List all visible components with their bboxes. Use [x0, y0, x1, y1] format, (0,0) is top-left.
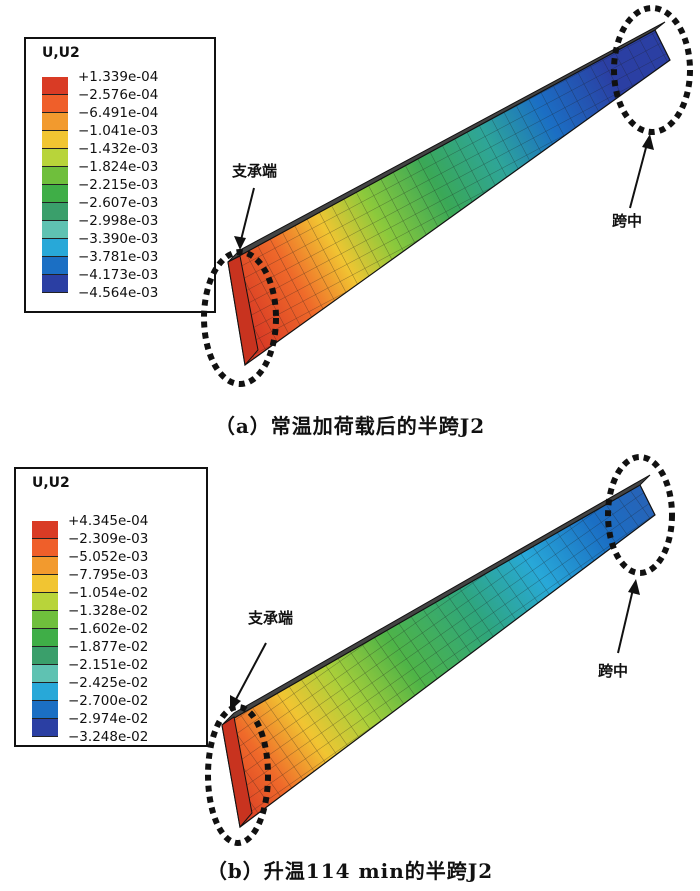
panel-b: U,U2 +4.345e-04 −2.309e-03 −5.052e-03 −7…	[0, 445, 700, 891]
annotation-midspan: 跨中	[598, 662, 629, 680]
legend-values: +4.345e-04 −2.309e-03 −5.052e-03 −7.795e…	[68, 512, 148, 746]
beam-end-face	[227, 255, 259, 367]
legend-swatch	[42, 77, 68, 95]
legend-value: −2.309e-03	[68, 531, 149, 547]
legend-value: −1.824e-03	[78, 159, 159, 175]
legend-value: +1.339e-04	[78, 69, 159, 85]
legend-value: −1.877e-02	[68, 639, 149, 655]
legend-value: −5.052e-03	[68, 549, 149, 565]
legend-swatch	[42, 257, 68, 275]
support-arrow	[239, 187, 255, 245]
legend-value: −1.328e-02	[68, 603, 149, 619]
legend-value: −2.215e-03	[78, 177, 159, 193]
legend-value: −1.602e-02	[68, 621, 149, 637]
legend-swatch	[42, 95, 68, 113]
legend-swatch	[32, 665, 58, 683]
legend-value: +4.345e-04	[68, 513, 149, 529]
annotation-support: 支承端	[248, 609, 294, 627]
legend-value: −2.700e-02	[68, 693, 149, 709]
beam-mesh	[222, 485, 655, 827]
legend-value: −2.425e-02	[68, 675, 149, 691]
legend-swatch	[32, 575, 58, 593]
colorbar	[42, 77, 68, 293]
midspan-arrow	[629, 139, 649, 209]
legend-title: U,U2	[42, 45, 80, 61]
midspan-arrowhead	[642, 134, 654, 150]
legend-value: −4.173e-03	[78, 267, 159, 283]
legend-value: −1.054e-02	[68, 585, 149, 601]
legend-swatch	[42, 239, 68, 257]
legend-value: −2.576e-04	[78, 87, 159, 103]
legend-swatch	[32, 701, 58, 719]
legend-swatch	[42, 167, 68, 185]
legend-title: U,U2	[32, 475, 70, 491]
legend-swatch	[32, 539, 58, 557]
legend-swatch	[32, 611, 58, 629]
legend-value: −2.998e-03	[78, 213, 159, 229]
legend-swatch	[32, 629, 58, 647]
legend-swatch	[32, 719, 58, 737]
legend-swatch	[42, 185, 68, 203]
legend-value: −4.564e-03	[78, 285, 159, 301]
legend: U,U2 +1.339e-04 −2.576e-04 −6.491e-04 −1…	[24, 37, 216, 313]
annotation-midspan: 跨中	[612, 212, 643, 230]
legend-swatch	[42, 221, 68, 239]
legend-swatch	[32, 593, 58, 611]
legend-value: −2.607e-03	[78, 195, 159, 211]
caption: （b）升温114 min的半跨J2	[206, 859, 494, 883]
support-arrow	[233, 642, 267, 704]
legend-values: +1.339e-04 −2.576e-04 −6.491e-04 −1.041e…	[78, 68, 158, 302]
legend-value: −3.248e-02	[68, 729, 149, 745]
legend-value: −2.974e-02	[68, 711, 149, 727]
beam-mesh	[228, 30, 670, 365]
colorbar	[32, 521, 58, 737]
legend-value: −1.041e-03	[78, 123, 159, 139]
legend-value: −3.390e-03	[78, 231, 159, 247]
annotation-support: 支承端	[232, 162, 278, 180]
beam-top-flange	[227, 21, 666, 263]
support-arrowhead	[230, 695, 241, 711]
legend-swatch	[42, 203, 68, 221]
midspan-highlight	[605, 454, 675, 576]
beam-end-face	[221, 716, 253, 829]
legend-swatch	[32, 647, 58, 665]
midspan-arrowhead	[628, 579, 640, 595]
legend-value: −1.432e-03	[78, 141, 159, 157]
legend-value: −7.795e-03	[68, 567, 149, 583]
legend-swatch	[42, 131, 68, 149]
legend-swatch	[42, 113, 68, 131]
midspan-arrow	[617, 584, 635, 654]
midspan-highlight	[611, 5, 693, 135]
beam-model	[201, 5, 693, 387]
legend-value: −2.151e-02	[68, 657, 149, 673]
beam-model	[205, 454, 675, 846]
caption: （a）常温加荷载后的半跨J2	[214, 414, 486, 438]
legend-value: −3.781e-03	[78, 249, 159, 265]
legend-swatch	[42, 275, 68, 293]
support-highlight	[205, 704, 271, 846]
legend-swatch	[32, 683, 58, 701]
support-arrowhead	[234, 236, 246, 250]
legend-swatch	[42, 149, 68, 167]
legend-swatch	[32, 521, 58, 539]
legend-swatch	[32, 557, 58, 575]
legend-value: −6.491e-04	[78, 105, 159, 121]
beam-top-flange	[221, 474, 651, 726]
support-highlight	[201, 249, 279, 387]
panel-a: U,U2 +1.339e-04 −2.576e-04 −6.491e-04 −1…	[0, 0, 700, 445]
legend: U,U2 +4.345e-04 −2.309e-03 −5.052e-03 −7…	[14, 467, 208, 747]
